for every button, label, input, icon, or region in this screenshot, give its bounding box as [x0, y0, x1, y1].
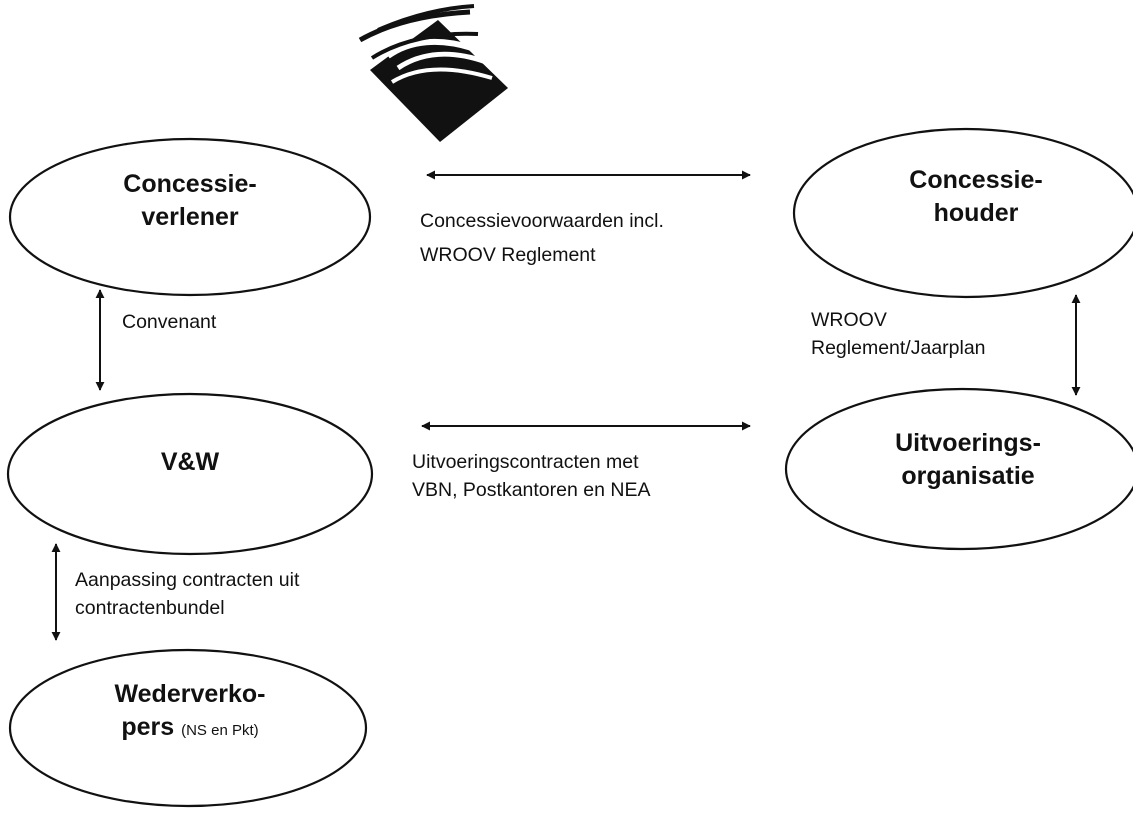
node-vw-shape — [6, 392, 374, 556]
edge-wroov-label: WROOV Reglement/Jaarplan — [811, 306, 986, 362]
edge-line: Concessievoorwaarden incl. — [420, 210, 664, 232]
node-concessiehouder-shape — [792, 127, 1133, 299]
node-uitvoeringsorganisatie-label: Uitvoerings- organisatie — [830, 427, 1106, 493]
node-concessieverlener-label: Concessie- verlener — [60, 168, 320, 234]
node-line: Concessie- — [909, 166, 1043, 194]
wave-logo — [358, 4, 508, 142]
node-wederverkopers-label: Wederverko- pers (NS en Pkt) — [60, 678, 320, 747]
node-line: verlener — [141, 203, 239, 231]
edge-line: contractenbundel — [75, 597, 225, 619]
edge-line: Convenant — [122, 311, 217, 333]
node-line: Uitvoerings- — [895, 429, 1041, 457]
node-uitvoeringsorganisatie-shape — [784, 387, 1133, 551]
node-line: organisatie — [901, 462, 1035, 490]
node-text-small: (NS en Pkt) — [181, 722, 259, 739]
node-line: pers (NS en Pkt) — [60, 711, 320, 747]
edge-line: WROOV Reglement — [420, 244, 596, 266]
edge-aanpassing-label: Aanpassing contracten uit contractenbund… — [75, 566, 299, 622]
node-line: houder — [933, 199, 1019, 227]
node-concessiehouder-label: Concessie- houder — [846, 164, 1106, 230]
node-text-bold: pers — [121, 713, 175, 741]
edge-line: VBN, Postkantoren en NEA — [412, 479, 651, 501]
edge-line: Reglement/Jaarplan — [811, 337, 986, 359]
node-line: Wederverko- — [114, 680, 266, 708]
node-concessieverlener-shape — [8, 137, 372, 297]
node-vw-label: V&W — [60, 446, 320, 479]
edge-concessievoorwaarden-label: Concessievoorwaarden incl. WROOV Regleme… — [420, 207, 664, 269]
edge-convenant-label: Convenant — [122, 308, 216, 336]
node-line: V&W — [160, 448, 220, 476]
edge-line: WROOV — [811, 309, 887, 331]
edge-line: Uitvoeringscontracten met — [412, 451, 639, 473]
node-line: Concessie- — [123, 170, 257, 198]
edge-uitvoeringscontracten-label: Uitvoeringscontracten met VBN, Postkanto… — [412, 448, 650, 504]
node-wederverkopers-shape — [8, 648, 368, 808]
edge-line: Aanpassing contracten uit — [75, 569, 300, 591]
